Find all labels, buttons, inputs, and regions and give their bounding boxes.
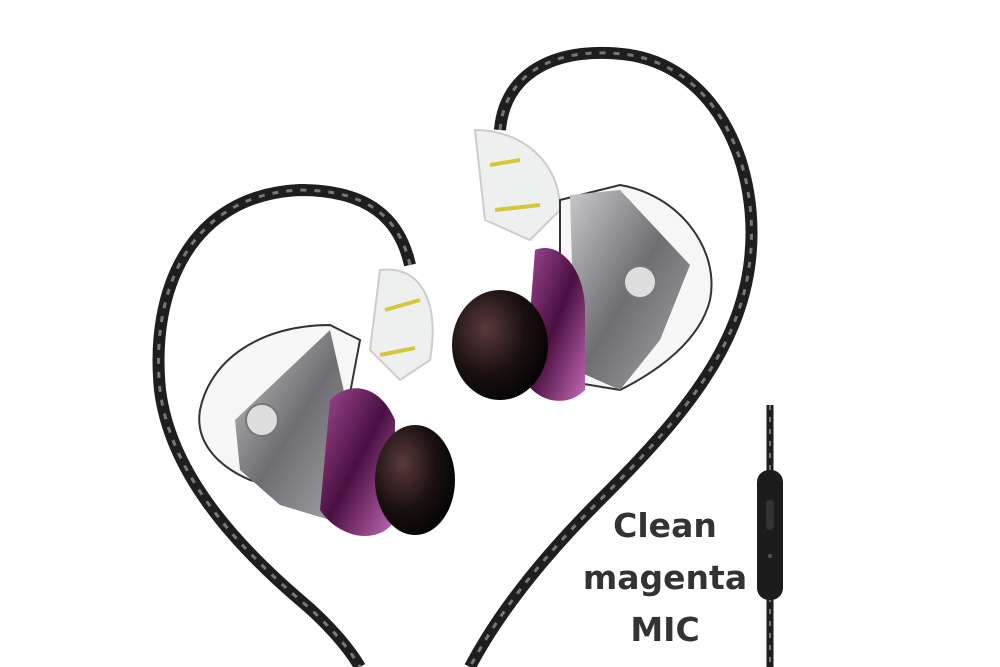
caption-line-1: Clean [613, 506, 717, 545]
caption-line-3: MIC [630, 610, 700, 649]
right-cable [464, 46, 758, 667]
microphone-remote [757, 470, 783, 600]
right-earphone [452, 128, 713, 401]
left-cable [152, 183, 416, 667]
product-caption: Clean magenta MIC [570, 500, 760, 656]
caption-line-2: magenta [582, 558, 748, 597]
left-earphone [198, 268, 455, 537]
mic-cable [757, 405, 783, 667]
